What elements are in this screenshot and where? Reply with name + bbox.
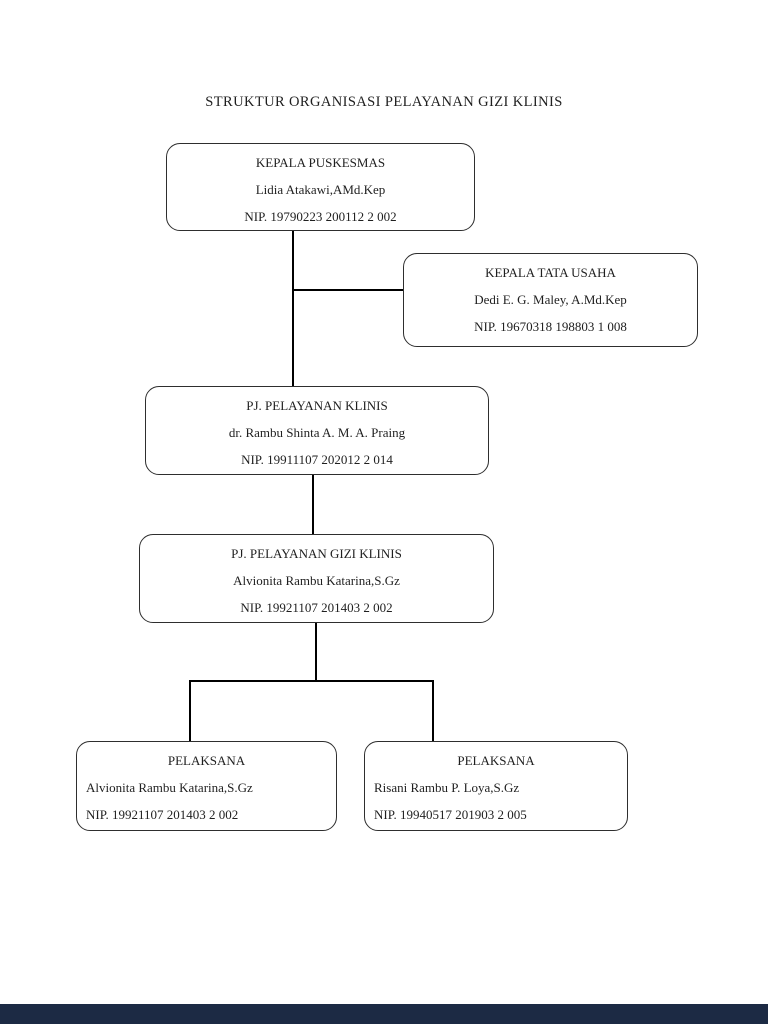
connector-pelaksana-branch <box>189 680 434 682</box>
org-node-kepala-tata-usaha: KEPALA TATA USAHA Dedi E. G. Maley, A.Md… <box>403 253 698 347</box>
role-label: PELAKSANA <box>457 753 535 768</box>
connector-to-pelaksana-right <box>432 680 434 741</box>
person-name: dr. Rambu Shinta A. M. A. Praing <box>228 425 406 440</box>
org-node-kepala-puskesmas: KEPALA PUSKESMAS Lidia Atakawi,AMd.Kep N… <box>166 143 475 231</box>
org-node-pj-pelayanan-klinis: PJ. PELAYANAN KLINIS dr. Rambu Shinta A.… <box>145 386 489 475</box>
nip-label: NIP. 19921107 201403 2 002 <box>240 600 393 615</box>
role-label: PJ. PELAYANAN GIZI KLINIS <box>231 546 402 561</box>
connector-kepala-puskesmas-down <box>292 231 294 386</box>
org-node-pj-pelayanan-gizi-klinis: PJ. PELAYANAN GIZI KLINIS Alvionita Ramb… <box>139 534 494 623</box>
role-label: KEPALA TATA USAHA <box>485 265 616 280</box>
person-name: Dedi E. G. Maley, A.Md.Kep <box>474 292 627 307</box>
role-label: PELAKSANA <box>167 753 246 768</box>
nip-label: NIP. 19940517 201903 2 005 <box>374 807 527 822</box>
footer-bar <box>0 1004 768 1024</box>
role-label: KEPALA PUSKESMAS <box>255 155 386 170</box>
person-name: Alvionita Rambu Katarina,S.Gz <box>233 573 400 588</box>
person-name: Lidia Atakawi,AMd.Kep <box>255 182 386 197</box>
nip-label: NIP. 19921107 201403 2 002 <box>86 807 239 822</box>
person-name: Risani Rambu P. Loya,S.Gz <box>374 780 520 795</box>
connector-to-kepala-tata-usaha <box>292 289 403 291</box>
org-node-pelaksana-right: PELAKSANA Risani Rambu P. Loya,S.Gz NIP.… <box>364 741 628 831</box>
document-title: STRUKTUR ORGANISASI PELAYANAN GIZI KLINI… <box>205 94 563 110</box>
connector-to-pelaksana-left <box>189 680 191 741</box>
connector-pj-gizi-down <box>315 623 317 681</box>
org-node-pelaksana-left: PELAKSANA Alvionita Rambu Katarina,S.Gz … <box>76 741 337 831</box>
person-name: Alvionita Rambu Katarina,S.Gz <box>86 780 253 795</box>
nip-label: NIP. 19670318 198803 1 008 <box>474 319 627 334</box>
connector-pj-klinis-to-pj-gizi <box>312 475 314 534</box>
nip-label: NIP. 19790223 200112 2 002 <box>244 209 397 224</box>
nip-label: NIP. 19911107 202012 2 014 <box>241 452 393 467</box>
role-label: PJ. PELAYANAN KLINIS <box>246 398 388 413</box>
